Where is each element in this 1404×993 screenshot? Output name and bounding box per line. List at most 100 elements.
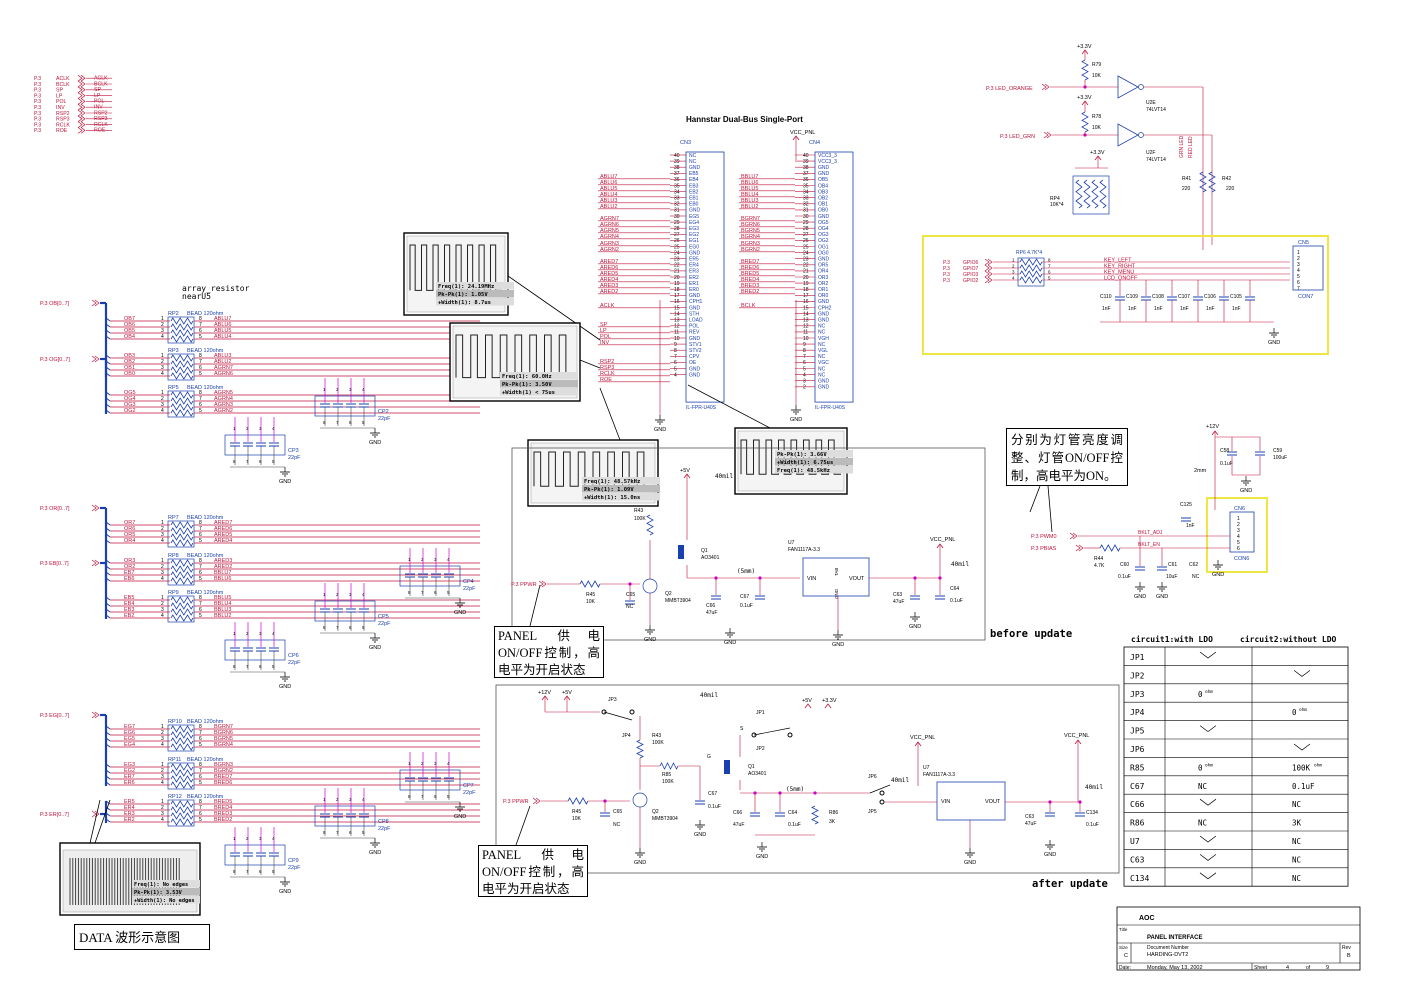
net-out: ABLU4 <box>214 334 231 340</box>
ppwr-label: P.3 PPWR <box>503 799 529 805</box>
label: 100K <box>652 740 664 746</box>
pin-num: 1 <box>323 592 326 597</box>
pin-num: 35 <box>674 183 680 189</box>
bead-label: BEAD 120ohm <box>187 311 224 317</box>
label: C58 <box>1220 448 1229 454</box>
cn3-net: ABLU3 <box>600 198 617 204</box>
pin-num: 31 <box>803 208 809 214</box>
pin-num: 6 <box>434 794 437 799</box>
ground-symbol: GND <box>694 820 706 838</box>
cn3-net: ARED7 <box>600 259 618 265</box>
pin-name: VCC3_3 <box>818 153 837 159</box>
label: RP4 <box>1050 196 1060 202</box>
label: 0.1uF <box>1118 574 1131 580</box>
signal-name: RSP2 <box>56 111 70 117</box>
resistor-symbol <box>170 602 194 610</box>
net-in: EB2 <box>124 613 134 619</box>
table-cell: 0 <box>1292 708 1297 717</box>
label: CN5 <box>1298 240 1309 246</box>
net-out: ARED6 <box>214 526 232 532</box>
pin-num: 39 <box>674 159 680 165</box>
bead-label: BEAD 120ohm <box>187 794 224 800</box>
pin-name: EG0 <box>689 244 699 250</box>
label: 74LVT14 <box>1146 107 1166 113</box>
pin-num: 8 <box>408 794 411 799</box>
resistor-symbol <box>170 577 194 585</box>
pin-name: CPH1 <box>689 299 703 305</box>
label: 1nF <box>1154 306 1163 312</box>
label: Q1 <box>748 764 755 770</box>
readout-bg <box>775 466 853 474</box>
resistor-symbol <box>170 731 194 739</box>
net-in: EG4 <box>124 742 135 748</box>
resistor-symbol <box>170 521 194 529</box>
offpage-arrow <box>91 504 100 512</box>
cn4-net: BRED5 <box>741 271 759 277</box>
cap-val: 22pF <box>378 621 391 627</box>
label: U7 <box>923 765 930 771</box>
gpio-label: GPIO2 <box>963 278 979 284</box>
offpage-ref: P.3 <box>34 93 41 99</box>
scope-readout: Pk-Pk(1): 3.53V <box>134 890 183 896</box>
pin-num: 4 <box>447 557 450 562</box>
offpage-ref: P.3 <box>34 82 41 88</box>
resistor-symbol <box>170 781 194 789</box>
pin-name: EB3 <box>689 183 699 189</box>
pin-num: 6 <box>259 459 262 464</box>
pin-num: 13 <box>803 318 809 324</box>
pin-name: OG3 <box>818 232 829 238</box>
cap-ref: CP7 <box>463 783 474 789</box>
pin-num: 1 <box>233 836 236 841</box>
label: VOUT <box>985 799 1001 805</box>
resistor-symbol <box>170 559 194 567</box>
pin-num: 5 <box>803 366 806 372</box>
readout-bg <box>132 896 200 904</box>
cn3-net: ABLU4 <box>600 192 617 198</box>
label: Q1 <box>701 548 708 554</box>
mil-label: 40mil <box>951 561 969 568</box>
label: C67 <box>708 791 717 797</box>
pin-num: 2 <box>161 526 164 532</box>
mil-label: 40mil <box>700 692 718 699</box>
pin-num: 26 <box>803 238 809 244</box>
pin-num: 2 <box>161 322 164 328</box>
net-out: ABLU3 <box>214 353 231 359</box>
pin-num: 5 <box>674 366 677 372</box>
net-out: BBLU6 <box>214 576 231 582</box>
pin-name: GND <box>689 366 701 372</box>
ground-symbol: GND <box>832 630 844 648</box>
label: Monday, May 13, 2002 <box>1147 965 1203 971</box>
label: C61 <box>1168 562 1177 568</box>
mil-label: 40mil <box>891 777 909 784</box>
check-mark <box>1199 835 1217 843</box>
cn3-net: ABLU6 <box>600 180 617 186</box>
ground-label: GND <box>454 814 466 820</box>
pin-num: 2 <box>161 359 164 365</box>
bead-label: BEAD 120ohm <box>187 515 224 521</box>
offpage-arrow <box>1043 131 1052 139</box>
cn3-net: POL <box>600 334 611 340</box>
offpage-arrow <box>538 580 547 588</box>
label: 220 <box>1182 186 1191 192</box>
pin-num: 5 <box>272 664 275 669</box>
label: Sheet <box>1254 965 1268 971</box>
resistor-symbol <box>170 769 194 777</box>
resistor-symbol <box>170 409 194 417</box>
ground-symbol: GND <box>369 428 381 446</box>
resistor-pack <box>167 390 195 418</box>
pin-name: ER2 <box>689 275 699 281</box>
pbias-label: P.3 PBIAS <box>1031 546 1057 552</box>
pin-name: OR4 <box>818 269 829 275</box>
ground-symbol: GND <box>790 405 802 423</box>
pin-num: 5 <box>272 459 275 464</box>
bus-label: P.3 EB[0..7] <box>40 561 69 567</box>
pin-num: 24 <box>803 250 809 256</box>
label: 10K*4 <box>1050 202 1064 208</box>
label: +3.3V <box>822 698 837 704</box>
backlight-section: +12VC580.1uFC59100uFGND2mmC1251nFCN61234… <box>1031 424 1287 600</box>
table-cell-unit: ohm <box>1314 762 1322 768</box>
net-out: BRED5 <box>214 799 232 805</box>
pin-name: OB2 <box>818 196 828 202</box>
gpio-label: GPIO7 <box>963 266 979 272</box>
